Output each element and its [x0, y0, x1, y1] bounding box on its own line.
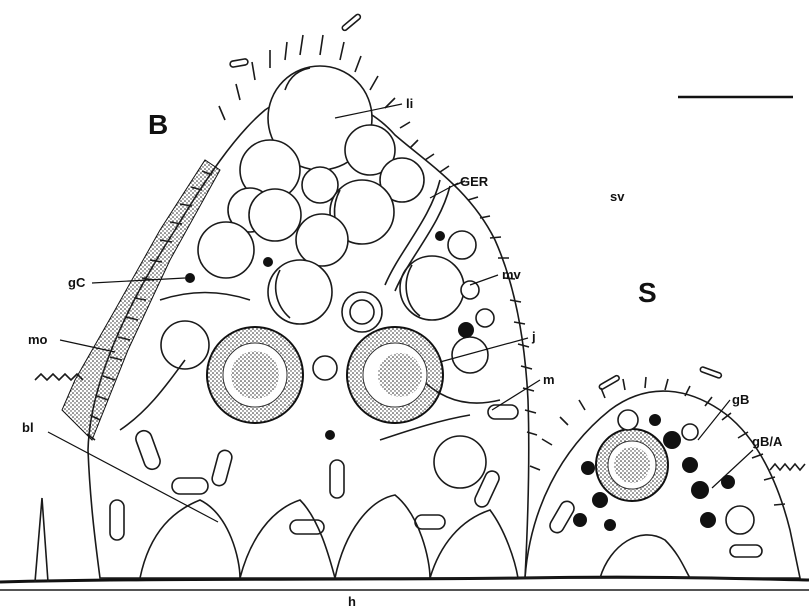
- microvilli-zigzag-right: [770, 464, 805, 470]
- lipid-droplets: [161, 66, 494, 488]
- label-m: m: [543, 372, 555, 387]
- label-cell-B: B: [148, 109, 168, 140]
- label-GER: GER: [460, 174, 489, 189]
- nucleus-right: [347, 327, 443, 423]
- label-j: j: [531, 329, 536, 344]
- basal-fold-S: [600, 535, 690, 578]
- label-bl: bl: [22, 420, 34, 435]
- label-gC: gC: [68, 275, 86, 290]
- label-gB: gB: [732, 392, 749, 407]
- nucleus-left: [207, 327, 303, 423]
- microvilli-brush-left: [62, 160, 220, 440]
- label-mv: mv: [502, 267, 522, 282]
- label-cell-S: S: [638, 277, 657, 308]
- label-mo: mo: [28, 332, 48, 347]
- label-h: h: [348, 594, 356, 608]
- label-sv: sv: [610, 189, 625, 204]
- nucleus-S: [596, 429, 668, 501]
- basal-spike: [35, 498, 48, 582]
- basal-line-lower: [0, 589, 809, 590]
- label-gBA: gB/A: [752, 434, 783, 449]
- basal-folds-B: [140, 495, 518, 578]
- label-li: li: [406, 96, 413, 111]
